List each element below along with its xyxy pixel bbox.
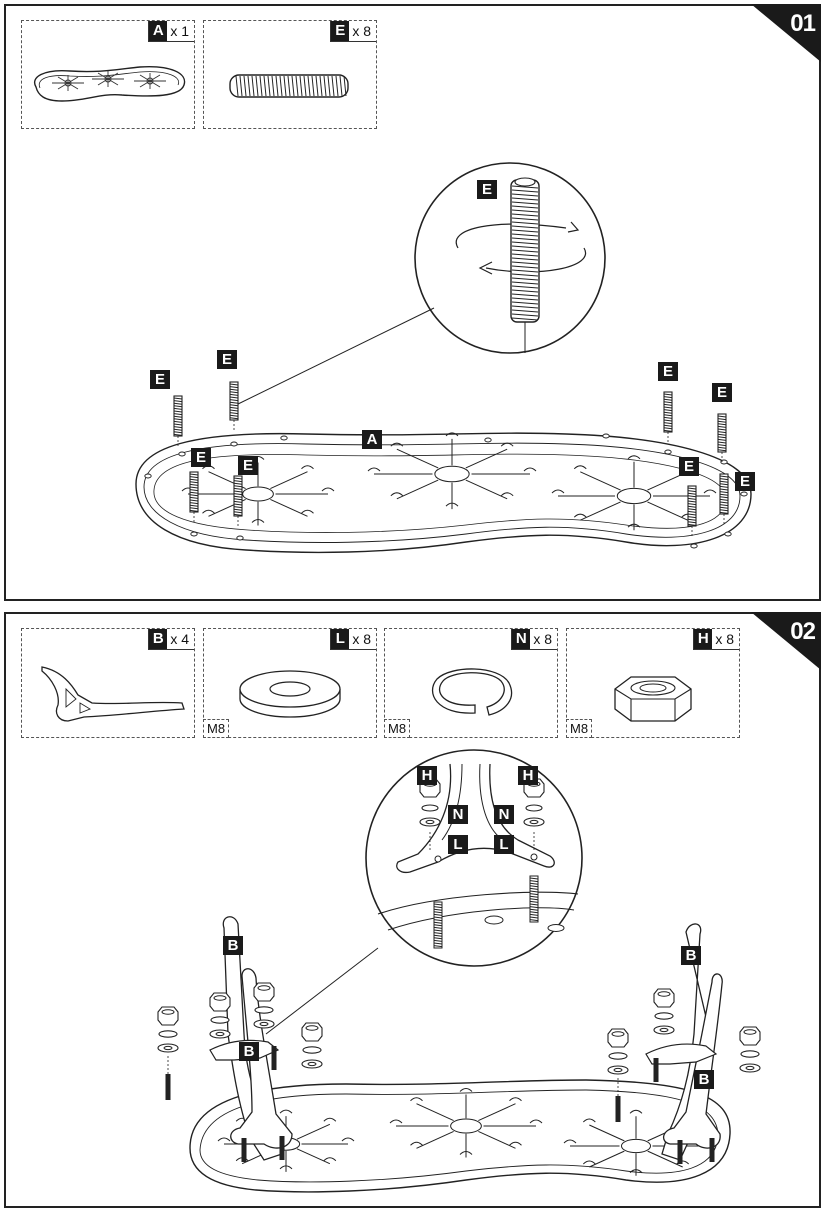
hardware-stack	[301, 1022, 323, 1069]
part-box-b: B x 4	[21, 628, 195, 738]
part-tag: E x 8	[330, 21, 376, 42]
step-number-corner	[751, 4, 821, 62]
size-label: M8	[566, 719, 593, 738]
legs-and-hardware	[157, 916, 761, 1164]
threaded-rod	[433, 901, 443, 949]
size-label: M8	[384, 719, 411, 738]
step-number: 01	[790, 10, 816, 37]
threaded-rod-icon	[229, 74, 349, 98]
label-b: B	[694, 1070, 714, 1089]
part-box-h: H x 8 M8	[566, 628, 740, 738]
part-quantity: x 1	[170, 23, 189, 39]
label-e: E	[217, 350, 237, 369]
bolt	[271, 1046, 277, 1070]
part-tag: N x 8	[511, 629, 557, 650]
detail-magnifier	[365, 749, 583, 967]
part-box-a: A x 1	[21, 20, 195, 129]
part-box-n: N x 8 M8	[384, 628, 558, 738]
label-n: N	[448, 805, 468, 824]
label-h: H	[417, 766, 437, 785]
part-letter: H	[694, 629, 713, 649]
label-e: E	[150, 370, 170, 389]
part-quantity: x 8	[352, 631, 371, 647]
spring-washer	[421, 804, 439, 812]
bolt	[279, 1136, 285, 1160]
part-tag: L x 8	[330, 629, 376, 650]
threaded-rod	[233, 475, 243, 528]
hardware-stack	[253, 982, 275, 1029]
hex-nut-icon	[614, 676, 692, 722]
hardware-stack	[209, 992, 231, 1039]
leader-line	[233, 307, 435, 407]
label-n: N	[494, 805, 514, 824]
part-tag: B x 4	[148, 629, 194, 650]
step-number-corner	[751, 612, 821, 670]
label-b: B	[223, 936, 243, 955]
spring-washer	[525, 804, 543, 812]
part-letter: A	[149, 21, 168, 41]
tabletop-drawing	[189, 1079, 731, 1193]
hardware-stack	[739, 1026, 761, 1073]
flat-washer-icon	[239, 670, 341, 718]
threaded-rod	[229, 381, 239, 432]
hardware-stack	[157, 1006, 179, 1100]
label-e: E	[735, 472, 755, 491]
label-h: H	[518, 766, 538, 785]
part-quantity: x 4	[170, 631, 189, 647]
step-02-panel: 02 B x 4 L x 8 M8 N x 8 M8	[4, 612, 821, 1208]
part-tag: A x 1	[148, 21, 194, 42]
threaded-rod	[173, 395, 183, 448]
label-e: E	[658, 362, 678, 381]
label-a-tabletop: A	[362, 430, 382, 449]
part-box-e: E x 8	[203, 20, 377, 129]
part-quantity: x 8	[715, 631, 734, 647]
label-b: B	[681, 946, 701, 965]
label-e: E	[679, 457, 699, 476]
hardware-stack	[607, 1028, 629, 1122]
bolt	[653, 1058, 659, 1082]
threaded-rod	[189, 471, 199, 524]
detail-magnifier	[414, 162, 606, 354]
part-letter: N	[512, 629, 531, 649]
part-box-l: L x 8 M8	[203, 628, 377, 738]
washer-hole	[425, 819, 435, 825]
bolt	[241, 1138, 247, 1162]
part-letter: E	[331, 21, 350, 41]
part-letter: L	[331, 629, 350, 649]
label-e: E	[712, 383, 732, 402]
label-e: E	[191, 448, 211, 467]
threaded-rod	[719, 473, 729, 526]
threaded-rod	[717, 413, 727, 464]
bolt	[709, 1138, 715, 1162]
label-b: B	[239, 1042, 259, 1061]
label-l: L	[494, 835, 514, 854]
part-letter: B	[149, 629, 168, 649]
threaded-rod	[663, 391, 673, 444]
label-l: L	[448, 835, 468, 854]
threaded-rods	[173, 381, 729, 538]
step-01-panel: 01 A x 1 E x 8	[4, 4, 821, 601]
step-number: 02	[790, 618, 816, 645]
bolt	[677, 1140, 683, 1164]
threaded-rod	[687, 485, 697, 538]
part-quantity: x 8	[352, 23, 371, 39]
threaded-rod	[529, 875, 539, 923]
spring-washer-icon	[432, 668, 513, 716]
part-quantity: x 8	[533, 631, 552, 647]
label-e: E	[238, 456, 258, 475]
part-tag: H x 8	[693, 629, 739, 650]
leg-icon	[41, 666, 185, 722]
leader-line	[265, 947, 379, 1035]
size-label: M8	[203, 719, 230, 738]
label-e-detail: E	[477, 180, 497, 199]
washer-hole	[529, 819, 539, 825]
hardware-stack	[653, 988, 675, 1035]
tabletop-icon	[33, 66, 186, 102]
